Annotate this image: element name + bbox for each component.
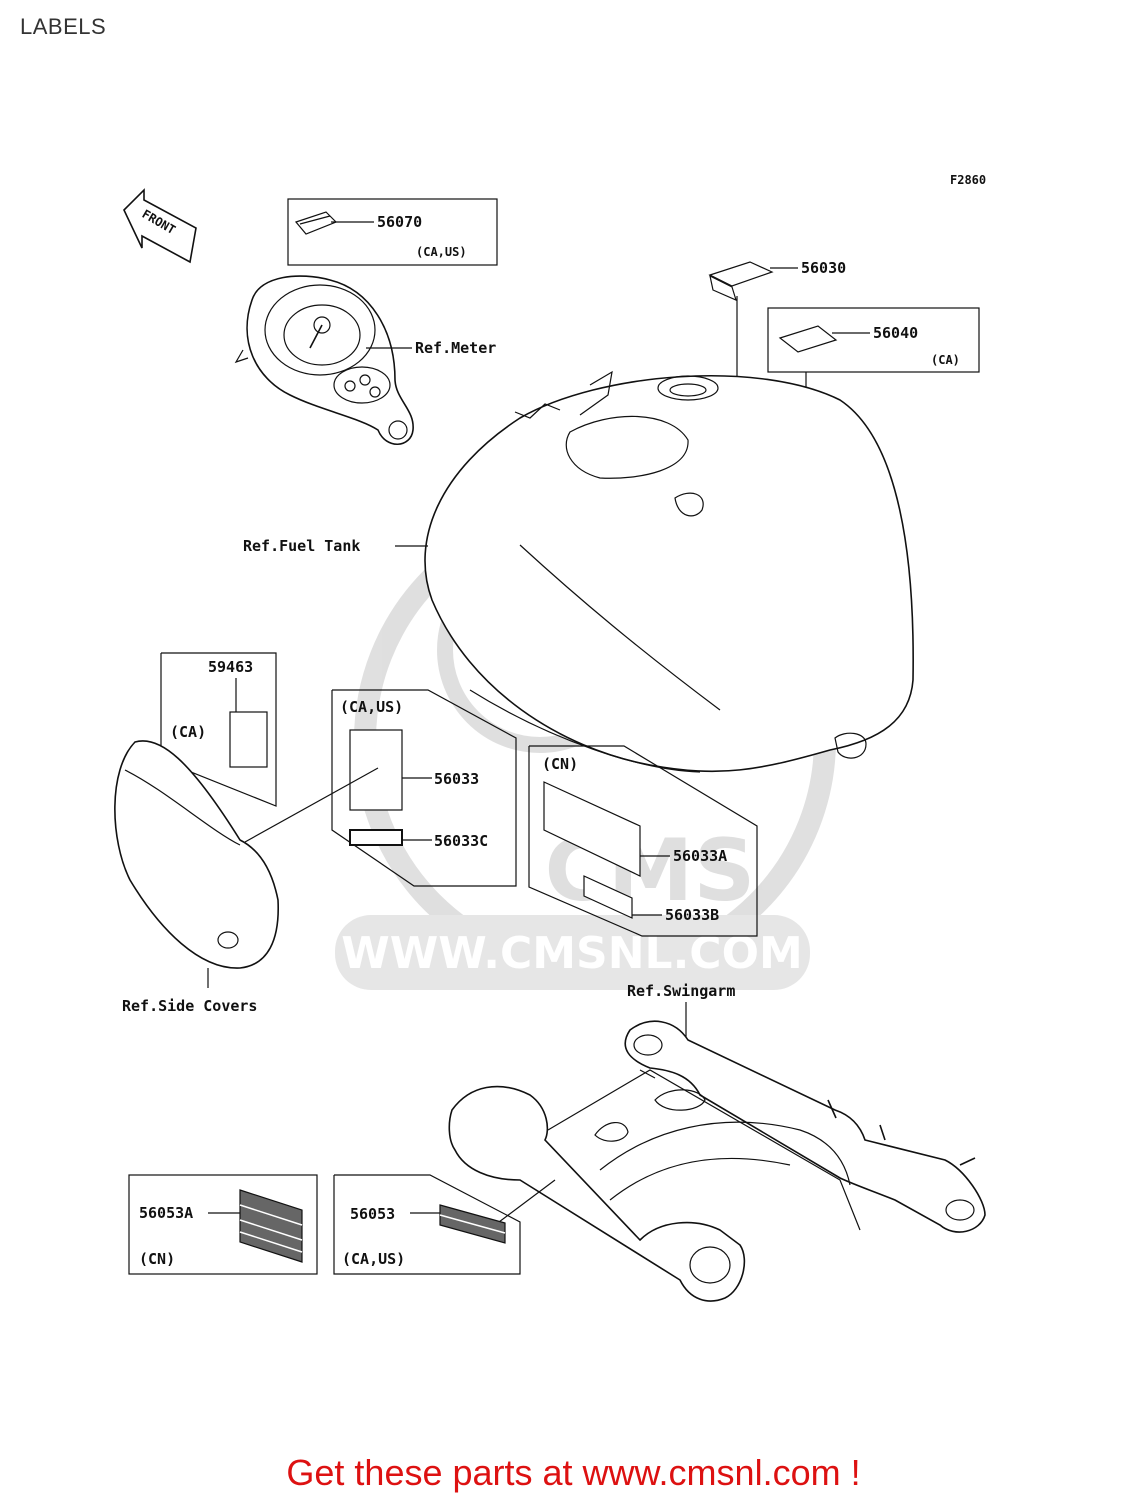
callout-56053: 56053 (CA,US) [333,1174,521,1275]
page-title: LABELS [20,14,107,39]
ref-meter: Ref.Meter [415,339,496,357]
callout-56030: 56030 [708,259,846,427]
swingarm-part [448,1020,986,1302]
region-56053: (CA,US) [342,1250,405,1268]
part-number-56033b: 56033B [665,906,719,924]
part-number-56033c: 56033C [434,832,488,850]
ref-side-covers: Ref.Side Covers [122,997,257,1015]
region-group-ca-us: (CA,US) [340,698,403,716]
meter-part [234,275,414,445]
part-number-59463: 59463 [208,658,253,676]
part-number-56070: 56070 [377,213,422,231]
part-number-56053a: 56053A [139,1204,193,1222]
callout-56053a: 56053A (CN) [128,1174,318,1275]
figure-code: F2860 [950,173,986,187]
fuel-tank-part [424,370,914,773]
callout-59463: 59463 (CA) [160,652,277,807]
region-59463: (CA) [170,723,206,741]
part-number-56053: 56053 [350,1205,395,1223]
callout-group-cn: (CN) 56033A 56033B [528,745,758,937]
part-number-56030: 56030 [801,259,846,277]
region-56053a: (CN) [139,1250,175,1268]
region-group-cn: (CN) [542,755,578,773]
ref-fuel-tank: Ref.Fuel Tank [243,537,360,555]
region-56070: (CA,US) [416,245,467,259]
region-56040: (CA) [931,353,960,367]
ref-swingarm: Ref.Swingarm [627,982,735,1000]
callout-56040: 56040 (CA) [767,307,980,450]
part-number-56040: 56040 [873,324,918,342]
callout-56070: 56070 (CA,US) [287,198,498,266]
part-number-56033a: 56033A [673,847,727,865]
part-number-56033: 56033 [434,770,479,788]
front-arrow-icon: FRONT [123,188,197,264]
callout-group-ca-us: (CA,US) 56033 56033C [244,689,517,887]
parts-diagram: WWW.CMSNL.COM CMS F2860 FRONT 56070 (CA,… [114,173,986,1302]
side-cover-part [114,740,279,988]
footer-link[interactable]: Get these parts at www.cmsnl.com ! [286,1452,861,1493]
